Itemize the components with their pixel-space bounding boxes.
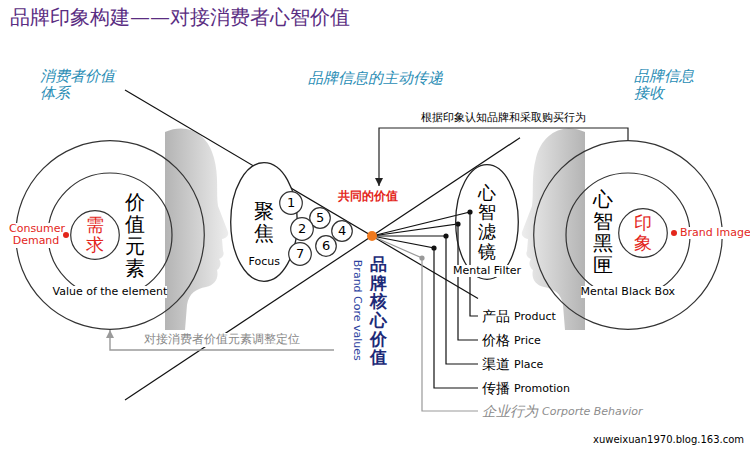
arrowhead <box>375 178 383 186</box>
callout-number: 5 <box>316 211 324 226</box>
focus-ellipse: 聚焦 Focus <box>230 162 298 282</box>
behavior-label: 企业行为 <box>482 403 538 419</box>
rotated-label: Brand Core values <box>350 259 363 360</box>
core-value-point: 共同的价值品牌核心价值 Brand Core values <box>334 186 402 371</box>
mix-label: Price <box>514 335 541 348</box>
vertical-label: 聚焦 <box>254 200 274 244</box>
english-label: Mental Filter <box>453 265 521 278</box>
number-circle: 6 <box>315 235 337 257</box>
behavior-label: Corporte Behavior <box>542 406 643 419</box>
callout-number: 7 <box>296 247 304 262</box>
focus-ellipse <box>231 163 298 282</box>
ring-circle <box>48 173 172 297</box>
need-circle <box>71 211 120 260</box>
filter-ellipse: 心智滤镜 Mental Filter <box>455 164 519 280</box>
callout-number: 2 <box>298 222 306 237</box>
english-label: Value of the element <box>53 286 168 299</box>
title: 品牌印象构建——对接消费者心智价值 <box>10 6 350 29</box>
number-circle <box>332 221 353 242</box>
section-label: 消费者价值体系 <box>40 68 117 103</box>
ring-circle <box>566 173 690 297</box>
number-circle: 1 <box>279 191 303 215</box>
target-circle: 心智黑匣 Mental Black Box 印象Brand Image <box>533 140 723 330</box>
connector-line <box>110 330 334 350</box>
filter-ellipse <box>456 165 519 280</box>
number-circle <box>289 243 312 266</box>
vertical-label: 心智滤镜 <box>478 183 496 262</box>
leader-line <box>372 224 478 340</box>
leader-line <box>372 236 478 411</box>
callout-number: 4 <box>338 224 346 239</box>
leader-line <box>372 236 478 388</box>
vertical-label: 品牌核心价值 <box>370 255 387 367</box>
vertical-label: 心智黑匣 <box>593 188 613 276</box>
leader-dot <box>419 255 424 260</box>
edge-label: 对接消费者价值元素调整定位 <box>144 333 300 347</box>
mix-label: Product <box>514 311 556 324</box>
core-value-point-outline <box>334 186 402 371</box>
callout-number: 6 <box>322 239 330 254</box>
mix-label: Place <box>514 359 543 372</box>
need-circle: 需求Consumer Demand <box>70 210 120 260</box>
head-silhouette <box>522 128 585 330</box>
number-circle: 7 <box>288 242 312 266</box>
number-circle: 4 <box>331 220 353 242</box>
vertical-label: 需求 <box>86 215 104 255</box>
leader-dot <box>467 209 472 214</box>
leader-dot <box>443 233 448 238</box>
target-circle: 价值元素 Value of the element 需求Consumer Deman… <box>15 140 205 330</box>
callout-number: 1 <box>287 196 295 211</box>
edge-label: 根据印象认知品牌和采取购买行为 <box>421 112 586 125</box>
mix-label: 渠道 <box>482 356 510 372</box>
number-circle: 2 <box>290 217 314 241</box>
connector-line <box>379 128 628 186</box>
connector <box>106 330 334 350</box>
number-circle <box>316 236 337 257</box>
mix-label: 价格 <box>482 332 510 348</box>
center-dot <box>671 230 677 236</box>
value-label: 共同的价值 <box>338 190 398 204</box>
english-label: Mental Black Box <box>581 286 676 299</box>
number-circle <box>280 192 303 215</box>
head-silhouette <box>165 128 228 330</box>
english-label: Brand Image <box>680 227 750 240</box>
center-dot <box>367 231 377 241</box>
mix-label: 产品 <box>482 308 510 324</box>
leader-dot <box>431 245 436 250</box>
vertical-label: 价值元素 <box>125 191 145 279</box>
number-circle <box>291 218 314 241</box>
image-circle <box>619 209 668 258</box>
english-label: Consumer Demand <box>9 223 63 248</box>
mix-label: 传播 <box>482 380 510 396</box>
vertical-label: 印象 <box>634 213 652 253</box>
section-label: 品牌信息接收 <box>634 68 696 103</box>
mix-label: Promotion <box>514 383 570 396</box>
watermark: xuweixuan1970.blog.163.com <box>593 434 744 446</box>
section-label: 品牌信息的主动传递 <box>308 70 443 87</box>
center-dot <box>63 232 69 238</box>
connector <box>375 128 628 186</box>
arrowhead <box>106 330 114 338</box>
image-circle: 印象Brand Image <box>618 208 668 258</box>
english-label: Focus <box>249 256 280 269</box>
